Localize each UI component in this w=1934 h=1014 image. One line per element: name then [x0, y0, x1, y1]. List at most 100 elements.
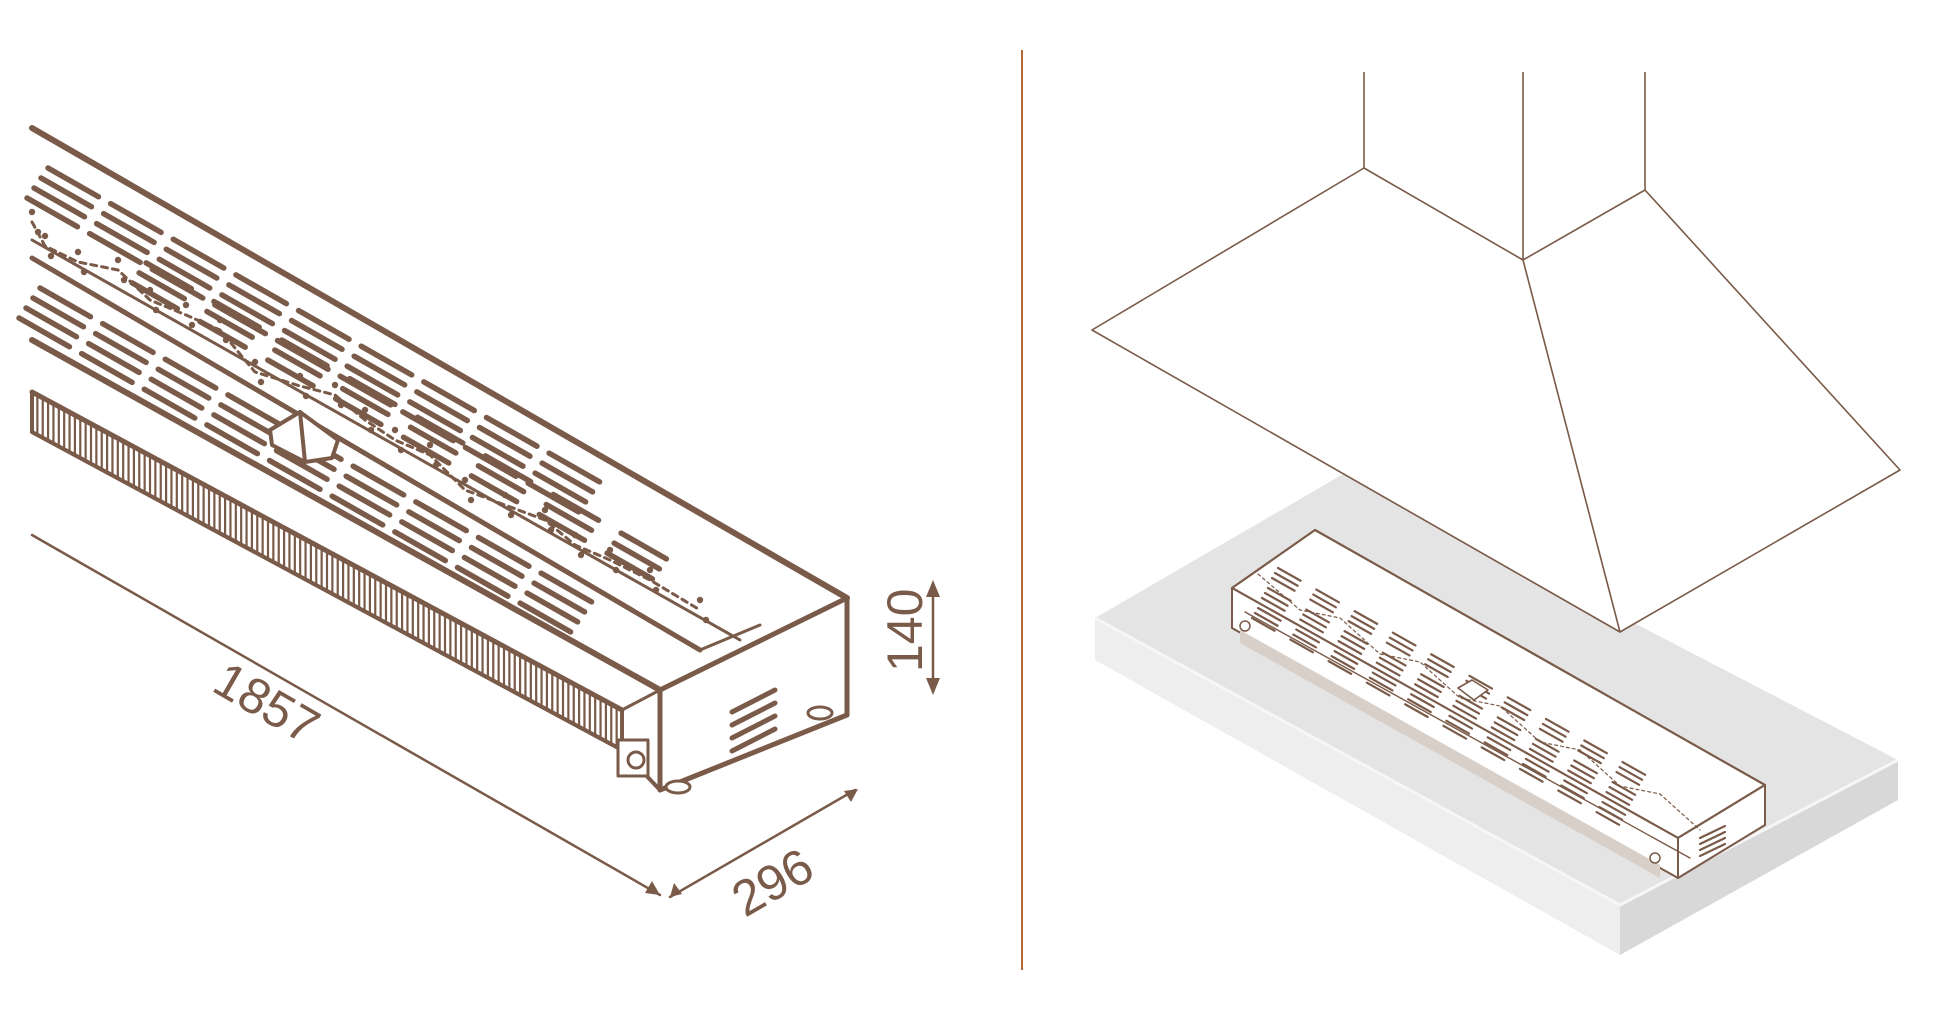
small-grate-slot — [1560, 784, 1585, 800]
grate-slot — [225, 392, 282, 427]
height-dimension-label: 140 — [877, 589, 933, 672]
small-grate-slot — [1621, 760, 1647, 776]
grate-slot — [550, 491, 602, 523]
small-grate-slot — [1567, 769, 1592, 785]
grate-slot — [517, 600, 574, 635]
small-grate-slot — [1544, 717, 1570, 733]
small-grate-slot — [1468, 674, 1494, 690]
flame-port — [646, 566, 654, 574]
small-grate-slot — [1407, 698, 1432, 714]
small-grate-slot — [1452, 704, 1478, 720]
extractor-hood — [1091, 72, 1901, 633]
grate-slot — [24, 195, 81, 230]
flame-port — [702, 616, 710, 624]
small-grate-slot — [1365, 681, 1391, 697]
small-grate-slot — [1493, 721, 1519, 737]
grate-slot — [469, 434, 526, 469]
small-grate-slot — [1368, 676, 1394, 692]
grate-slot — [226, 282, 283, 317]
flame-port — [547, 526, 555, 534]
small-grate-slot — [1538, 727, 1564, 743]
small-grate-slot — [1524, 757, 1550, 773]
flame-port — [302, 392, 310, 400]
flame-port — [577, 551, 585, 559]
grate-slot — [16, 315, 73, 350]
small-grate-slot — [1500, 706, 1526, 722]
flame-port — [152, 306, 160, 314]
small-grate-slot — [1448, 714, 1474, 730]
small-grate-slot — [1410, 693, 1435, 709]
flame-port — [501, 491, 509, 499]
grate-slot — [211, 298, 262, 330]
flame-port — [696, 596, 704, 604]
front-vent-panel — [29, 389, 625, 752]
grate-slot — [218, 402, 275, 437]
small-grate-slot — [1253, 611, 1279, 627]
grate-slot — [421, 379, 478, 414]
grate-slot — [211, 412, 268, 447]
grate-slot — [399, 519, 456, 554]
grate-slot — [344, 363, 401, 398]
small-grate-slot — [1455, 699, 1481, 715]
grate-slot — [414, 414, 466, 446]
flame-port — [541, 506, 549, 514]
grate-slot — [99, 320, 156, 356]
grate-slot — [295, 307, 352, 343]
grate-slot — [129, 280, 181, 312]
small-grate-slot — [1458, 694, 1484, 710]
small-grate-slot — [1601, 800, 1627, 816]
grate-slot — [538, 570, 595, 605]
grate-slot — [136, 270, 188, 302]
flame-port — [391, 426, 399, 434]
flame-port — [188, 321, 196, 329]
grate-slot — [539, 460, 596, 495]
flame-port — [571, 531, 579, 539]
small-grate-slot — [1483, 741, 1509, 757]
grate-slot — [107, 200, 164, 236]
small-grate-slot — [1299, 618, 1325, 634]
grate-slot — [346, 375, 398, 408]
flame-port — [426, 441, 434, 449]
grate-slot — [475, 534, 532, 569]
grate-slot — [343, 473, 400, 508]
small-grate-slot — [1583, 739, 1608, 755]
small-grate-slot — [1315, 588, 1341, 604]
grate-slot — [266, 457, 323, 493]
igniter-cap — [268, 410, 340, 464]
grate-slot — [78, 350, 135, 386]
dimension-lines — [30, 533, 940, 899]
small-grate-slot — [1330, 655, 1356, 670]
length-dimension-label: 1857 — [205, 651, 329, 755]
grate-slot — [350, 463, 407, 498]
grate-slot — [461, 554, 518, 589]
grate-slot — [92, 330, 149, 366]
small-grate-slot — [1333, 650, 1359, 665]
flame-port — [367, 426, 375, 434]
depth-dimension-label: 296 — [723, 837, 823, 927]
small-grate-slot — [1570, 764, 1595, 780]
small-grate-slot — [1430, 653, 1455, 669]
small-grate-slot — [1496, 716, 1522, 732]
grate-slot — [273, 447, 330, 483]
grate-slot — [265, 357, 316, 389]
small-grate-slot — [1353, 610, 1379, 625]
small-grate-slot — [1273, 571, 1299, 587]
grate-slot — [524, 590, 581, 625]
grate-slot — [351, 353, 408, 388]
small-grate-slot — [1270, 576, 1296, 592]
small-grate-slot — [1557, 789, 1582, 805]
grate-slot — [143, 260, 195, 292]
small-grate-slot — [1615, 770, 1641, 786]
end-vents — [729, 687, 778, 754]
small-grate-slot — [1347, 620, 1373, 635]
flame-port — [467, 496, 475, 504]
small-grate-slot — [1292, 633, 1318, 649]
grate-slot — [482, 453, 534, 485]
grate-slot — [407, 399, 464, 434]
control-knob — [616, 738, 650, 778]
grate-slot — [288, 317, 345, 353]
small-grate-slot — [1580, 744, 1605, 760]
grate-slot — [618, 530, 670, 562]
